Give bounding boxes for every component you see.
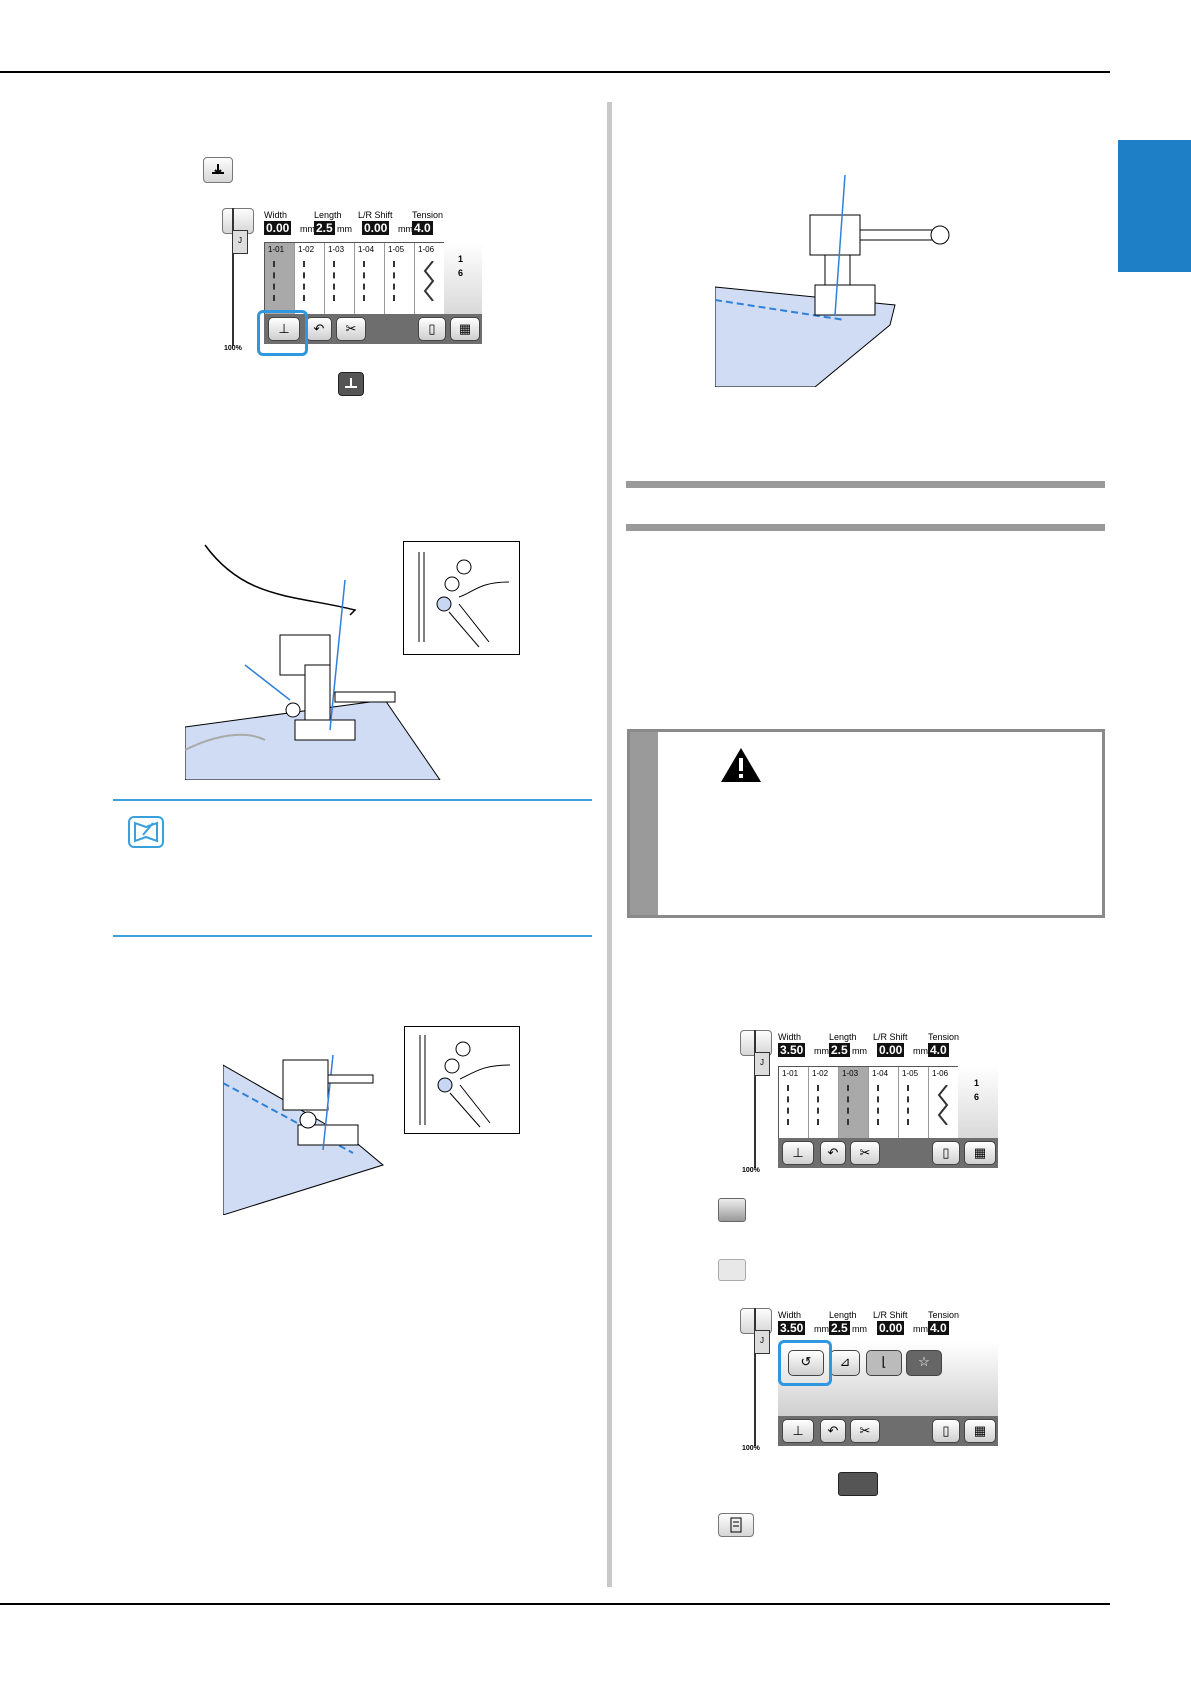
stitch-cell[interactable]: 1-06: [929, 1067, 959, 1139]
chapter-tab: [1118, 140, 1191, 272]
reverse-stitch-button[interactable]: ↶: [820, 1141, 846, 1165]
stitch-cell[interactable]: 1-01: [265, 243, 295, 315]
utility-stitch-button[interactable]: ▦: [964, 1419, 996, 1443]
stitch-cell[interactable]: 1-06: [415, 243, 445, 315]
highlight-needle-button: [257, 310, 308, 356]
memo-top-rule: [113, 799, 592, 801]
caution-box: [627, 729, 1105, 918]
section-bar-bottom: [626, 524, 1105, 531]
page-indicator[interactable]: 1 6: [444, 242, 482, 314]
stitch-cell[interactable]: 1-03: [325, 243, 355, 315]
needle-position-button[interactable]: ⊥: [782, 1141, 814, 1165]
shift-value: 0.00: [362, 221, 390, 235]
lcd-bottom-bar: ⊥ ↶ ✂ ▯ ▦: [264, 314, 482, 344]
stitch-pattern-button[interactable]: ☆: [906, 1350, 942, 1376]
needle-position-button[interactable]: ⊥: [782, 1419, 814, 1443]
utility-stitch-button[interactable]: ▦: [964, 1141, 996, 1165]
auto-reverse-button[interactable]: ⌊: [866, 1350, 902, 1376]
mirror-button[interactable]: ⊿: [830, 1350, 860, 1376]
lcd-screen-2: J 100% Width Length L/R Shift Tension 3.…: [740, 1030, 1000, 1178]
stitch-grid: 1-01 1-02 1-03 1-04 1-05 1-06: [264, 242, 446, 316]
stitch-cell[interactable]: 1-04: [355, 243, 385, 315]
needle-position-icon: [203, 157, 233, 183]
sewing-illustration-2: [222, 1035, 523, 1216]
stitch-cell[interactable]: 1-01: [779, 1067, 809, 1139]
utility-stitch-icon: [718, 1198, 746, 1222]
length-value: 2.5: [314, 221, 335, 235]
thread-cutter-button[interactable]: ✂: [336, 317, 366, 341]
sewing-illustration-1: [184, 540, 525, 781]
stitch-settings-icon[interactable]: [740, 1030, 772, 1056]
reverse-stitch-button[interactable]: ↶: [306, 317, 332, 341]
needle-down-icon: [338, 372, 364, 396]
lcd-screen-3: J 100% Width Length L/R Shift Tension 3.…: [740, 1308, 1000, 1456]
stitch-settings-icon[interactable]: [222, 208, 254, 234]
stitch-cell[interactable]: 1-02: [295, 243, 325, 315]
header-rule: [0, 71, 1110, 73]
utility-stitch-button[interactable]: ▦: [450, 317, 480, 341]
stitch-settings-icon[interactable]: [740, 1308, 772, 1334]
stitch-grid: 1-01 1-02 1-03 1-04 1-05 1-06: [778, 1066, 960, 1140]
thread-cutter-button[interactable]: ✂: [850, 1419, 880, 1443]
pivot-active-icon: [838, 1472, 878, 1496]
lcd-screen-1: J 100% Width Length L/R Shift Tension 0.…: [222, 208, 482, 356]
lcd-bottom-bar: ⊥ ↶ ✂ ▯ ▦: [778, 1416, 998, 1446]
manual-button[interactable]: ▯: [932, 1141, 960, 1165]
pivot-button[interactable]: ↺: [788, 1350, 824, 1376]
presser-foot-icon: J: [754, 1052, 770, 1076]
manual-button[interactable]: ▯: [418, 317, 446, 341]
thread-cutter-button[interactable]: ✂: [850, 1141, 880, 1165]
stitch-cell[interactable]: 1-03: [839, 1067, 869, 1139]
footer-rule: [0, 1603, 1110, 1605]
document-icon: [718, 1513, 754, 1537]
reverse-stitch-button[interactable]: ↶: [820, 1419, 846, 1443]
pivot-icon: [718, 1259, 746, 1281]
button-inset-1: [403, 541, 520, 655]
page-indicator[interactable]: 1 6: [958, 1066, 998, 1138]
tension-value: 4.0: [412, 221, 433, 235]
sewing-illustration-3: [714, 174, 985, 388]
stitch-cell[interactable]: 1-02: [809, 1067, 839, 1139]
column-separator: [607, 102, 612, 1587]
highlight-pivot-button: [778, 1340, 832, 1386]
presser-foot-icon: J: [232, 230, 248, 254]
lcd-bottom-bar: ⊥ ↶ ✂ ▯ ▦: [778, 1138, 998, 1168]
button-inset-2: [404, 1026, 520, 1134]
needle-position-button[interactable]: ⊥: [268, 317, 300, 341]
presser-foot-icon: J: [754, 1330, 770, 1354]
manual-button[interactable]: ▯: [932, 1419, 960, 1443]
settings-panel: ↺ ⊿ ⌊ ☆: [778, 1342, 998, 1416]
warning-icon: [721, 748, 761, 782]
section-bar-top: [626, 481, 1105, 488]
width-value: 0.00: [264, 221, 292, 235]
stitch-cell[interactable]: 1-05: [385, 243, 415, 315]
memo-icon: [127, 815, 165, 849]
stitch-cell[interactable]: 1-04: [869, 1067, 899, 1139]
memo-bottom-rule: [113, 935, 592, 937]
stitch-cell[interactable]: 1-05: [899, 1067, 929, 1139]
